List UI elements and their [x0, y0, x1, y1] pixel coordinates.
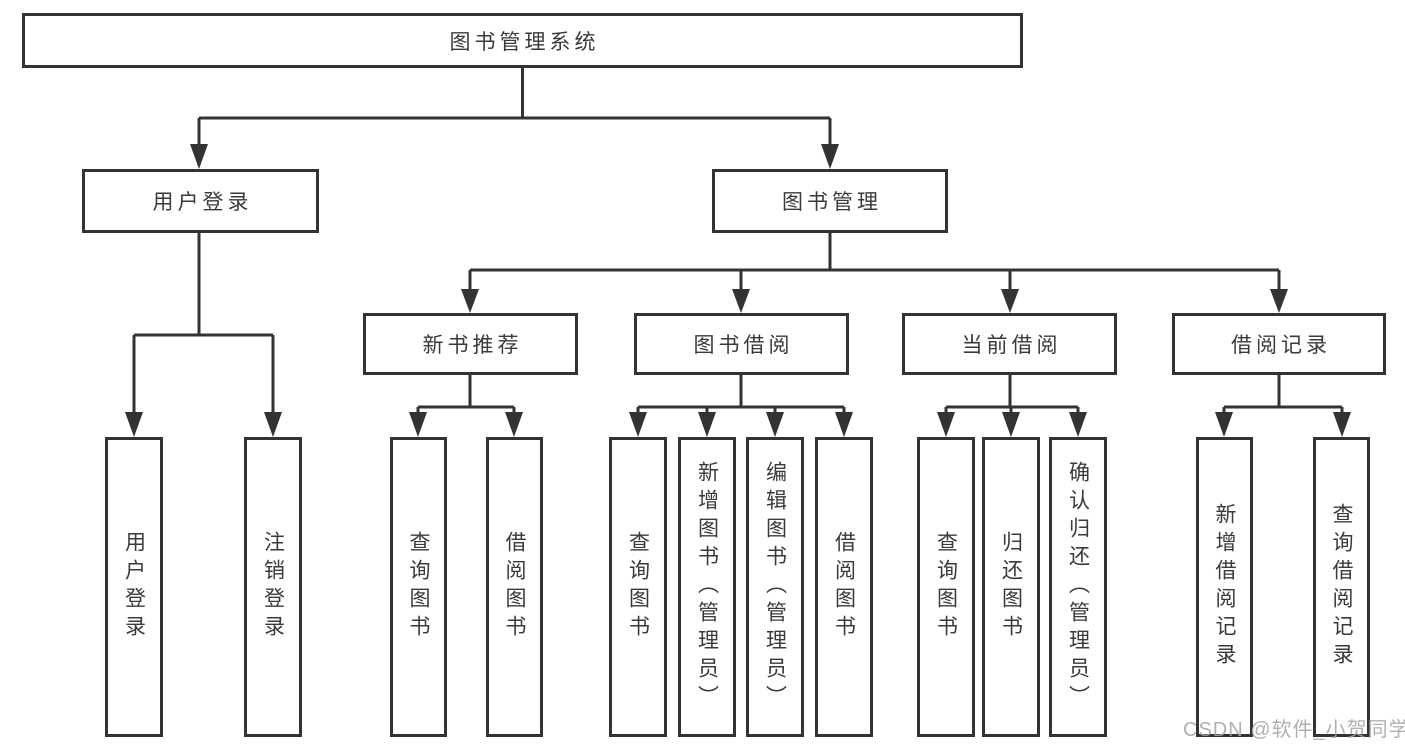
leaf-query-books-recommend: 查询图书: [390, 437, 447, 737]
leaf-add-borrow-record: 新增借阅记录: [1196, 437, 1253, 737]
leaf-borrow-books: 借阅图书: [815, 437, 873, 737]
arrow-heads: [125, 144, 1351, 437]
leaf-borrow-books-recommend: 借阅图书: [486, 437, 543, 737]
node-borrowing-records: 借阅记录: [1172, 313, 1386, 375]
node-book-borrowing: 图书借阅: [634, 313, 849, 375]
node-current-borrowing: 当前借阅: [902, 313, 1117, 375]
node-book-management: 图书管理: [712, 169, 948, 233]
node-user-login: 用户登录: [82, 169, 319, 233]
leaf-logout: 注销登录: [244, 437, 302, 737]
node-new-book-recommend: 新书推荐: [363, 313, 578, 375]
leaf-query-books-current: 查询图书: [917, 437, 975, 737]
leaf-edit-book-admin: 编辑图书（管理员）: [746, 437, 804, 737]
leaf-query-borrow-record: 查询借阅记录: [1313, 437, 1370, 737]
leaf-user-login: 用户登录: [105, 437, 163, 737]
node-root-system: 图书管理系统: [22, 13, 1023, 68]
leaf-return-book: 归还图书: [982, 437, 1040, 737]
leaf-query-books-borrow: 查询图书: [609, 437, 667, 737]
leaf-add-book-admin: 新增图书（管理员）: [678, 437, 736, 737]
leaf-confirm-return-admin: 确认归还（管理员）: [1049, 437, 1107, 737]
csdn-watermark: CSDN @软件_小贺同学: [1183, 719, 1405, 741]
